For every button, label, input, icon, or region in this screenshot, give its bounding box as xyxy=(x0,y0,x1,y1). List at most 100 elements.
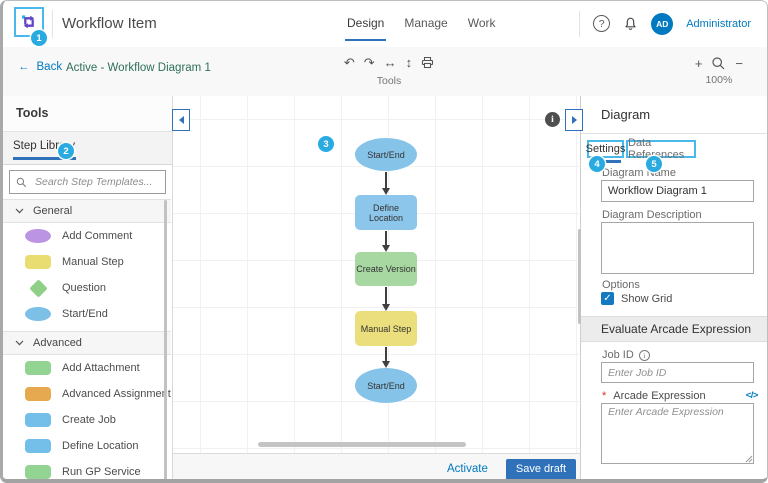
diamond-shape-icon xyxy=(28,278,48,298)
chevron-down-icon xyxy=(15,340,24,346)
search-box[interactable] xyxy=(9,170,166,194)
active-tab-underline xyxy=(13,157,76,160)
back-arrow-icon: ← xyxy=(18,61,30,73)
back-label: Back xyxy=(36,61,63,73)
tools-panel: Tools Step Library General xyxy=(3,96,173,479)
tools-label: Tools xyxy=(376,75,402,87)
annotation-badge-4: 4 xyxy=(589,156,605,172)
tab-design[interactable]: Design xyxy=(344,1,387,46)
breadcrumb: Active - Workflow Diagram 1 xyxy=(66,62,211,74)
diagram-name-input[interactable] xyxy=(601,180,754,202)
step-template-list: General Add Comment Manual Step Question… xyxy=(3,199,171,479)
print-icon[interactable] xyxy=(421,56,434,69)
step-template-define-location[interactable]: Define Location xyxy=(3,433,171,459)
tools-group: ↶ ↷ ↔ ↕ Tools xyxy=(339,54,439,87)
notifications-bell-icon[interactable] xyxy=(623,16,638,32)
zoom-out-button[interactable]: − xyxy=(735,56,743,71)
annotation-badge-2: 2 xyxy=(58,143,74,159)
step-template-start-end[interactable]: Start/End xyxy=(3,301,171,327)
flow-node-start[interactable]: Start/End xyxy=(355,138,417,171)
chevron-down-icon xyxy=(15,208,24,214)
canvas-info-icon[interactable]: i xyxy=(545,112,560,127)
diagram-description-textarea[interactable] xyxy=(601,222,754,274)
rect-shape-icon xyxy=(25,439,51,453)
magnifier-icon[interactable] xyxy=(711,56,726,71)
help-icon[interactable]: ? xyxy=(593,15,611,32)
step-template-question[interactable]: Question xyxy=(3,275,171,301)
step-template-manual-step[interactable]: Manual Step xyxy=(3,249,171,275)
job-id-input[interactable] xyxy=(601,362,754,383)
flow-node-create-version[interactable]: Create Version xyxy=(355,252,417,286)
activate-button[interactable]: Activate xyxy=(446,463,488,475)
step-search-row xyxy=(3,165,172,199)
arrowhead-icon xyxy=(382,304,390,311)
panel-scrollbar[interactable] xyxy=(578,229,581,324)
canvas-horizontal-scrollbar[interactable] xyxy=(258,442,466,447)
tab-step-library[interactable]: Step Library xyxy=(3,132,172,165)
job-id-label-row: Job ID i xyxy=(602,349,650,361)
arcade-expression-label-row: * Arcade Expression xyxy=(602,390,706,402)
collapse-left-panel-button[interactable] xyxy=(172,109,190,131)
section-advanced[interactable]: Advanced xyxy=(3,331,171,355)
zoom-controls: + − 100% xyxy=(695,56,743,86)
tab-settings[interactable]: Settings xyxy=(586,140,625,158)
avatar[interactable]: AD xyxy=(651,12,674,35)
annotation-badge-3: 3 xyxy=(318,136,334,152)
step-template-run-gp-service[interactable]: Run GP Service xyxy=(3,459,171,479)
rect-shape-icon xyxy=(25,387,51,401)
zoom-level: 100% xyxy=(705,74,733,86)
flow-node-end[interactable]: Start/End xyxy=(355,368,417,403)
required-marker: * xyxy=(602,390,607,402)
workflow-logo-icon xyxy=(22,15,35,29)
arcade-expression-textarea[interactable] xyxy=(601,403,754,464)
step-template-create-job[interactable]: Create Job xyxy=(3,407,171,433)
arrowhead-icon xyxy=(382,188,390,195)
collapse-right-panel-button[interactable] xyxy=(565,109,583,131)
active-tab-underline xyxy=(590,160,621,163)
align-horizontal-icon[interactable]: ↔ xyxy=(383,55,397,70)
resize-handle[interactable] xyxy=(745,455,753,463)
header-actions-divider xyxy=(579,10,581,37)
header-divider xyxy=(52,10,53,38)
flow-node-manual-step[interactable]: Manual Step xyxy=(355,311,417,346)
show-grid-label: Show Grid xyxy=(621,293,673,305)
undo-icon[interactable]: ↶ xyxy=(343,55,355,70)
panel-tabs: Settings Data References xyxy=(581,134,767,168)
section-label: General xyxy=(33,205,73,217)
triangle-left-icon xyxy=(178,116,184,124)
tab-manage[interactable]: Manage xyxy=(404,16,448,30)
flow-connector xyxy=(385,287,387,304)
tools-panel-title: Tools xyxy=(3,96,172,132)
ellipse-shape-icon xyxy=(25,229,51,243)
options-label: Options xyxy=(602,279,640,291)
diagram-canvas[interactable]: i Start/End Define Location Create Versi… xyxy=(172,96,583,453)
arrowhead-icon xyxy=(382,245,390,252)
step-list-scrollbar[interactable] xyxy=(164,200,167,479)
rect-shape-icon xyxy=(25,361,51,375)
evaluate-arcade-section-header: Evaluate Arcade Expression xyxy=(581,316,767,342)
save-draft-button[interactable]: Save draft xyxy=(505,458,576,479)
job-id-label: Job ID xyxy=(602,349,634,361)
rect-shape-icon xyxy=(25,413,51,427)
flow-node-define-location[interactable]: Define Location xyxy=(355,195,417,230)
show-grid-checkbox[interactable]: ✓ xyxy=(601,292,614,305)
workflow-manager-logo[interactable] xyxy=(14,7,44,37)
code-editor-icon[interactable]: </> xyxy=(745,390,759,401)
zoom-in-button[interactable]: + xyxy=(694,56,703,71)
section-general[interactable]: General xyxy=(3,199,171,223)
triangle-right-icon xyxy=(571,116,577,124)
back-button[interactable]: ← Back xyxy=(18,61,62,73)
diagram-description-label: Diagram Description xyxy=(602,209,702,221)
step-template-add-attachment[interactable]: Add Attachment xyxy=(3,355,171,381)
step-template-add-comment[interactable]: Add Comment xyxy=(3,223,171,249)
redo-icon[interactable]: ↷ xyxy=(363,55,375,70)
align-vertical-icon[interactable]: ↕ xyxy=(405,55,413,70)
info-icon[interactable]: i xyxy=(638,349,650,361)
search-icon xyxy=(16,177,27,187)
step-template-advanced-assignment[interactable]: Advanced Assignment xyxy=(3,381,171,407)
search-step-templates-input[interactable] xyxy=(33,175,159,189)
tab-work[interactable]: Work xyxy=(467,16,496,30)
tab-data-references[interactable]: Data References xyxy=(626,137,696,161)
user-menu[interactable]: Administrator xyxy=(686,17,751,30)
